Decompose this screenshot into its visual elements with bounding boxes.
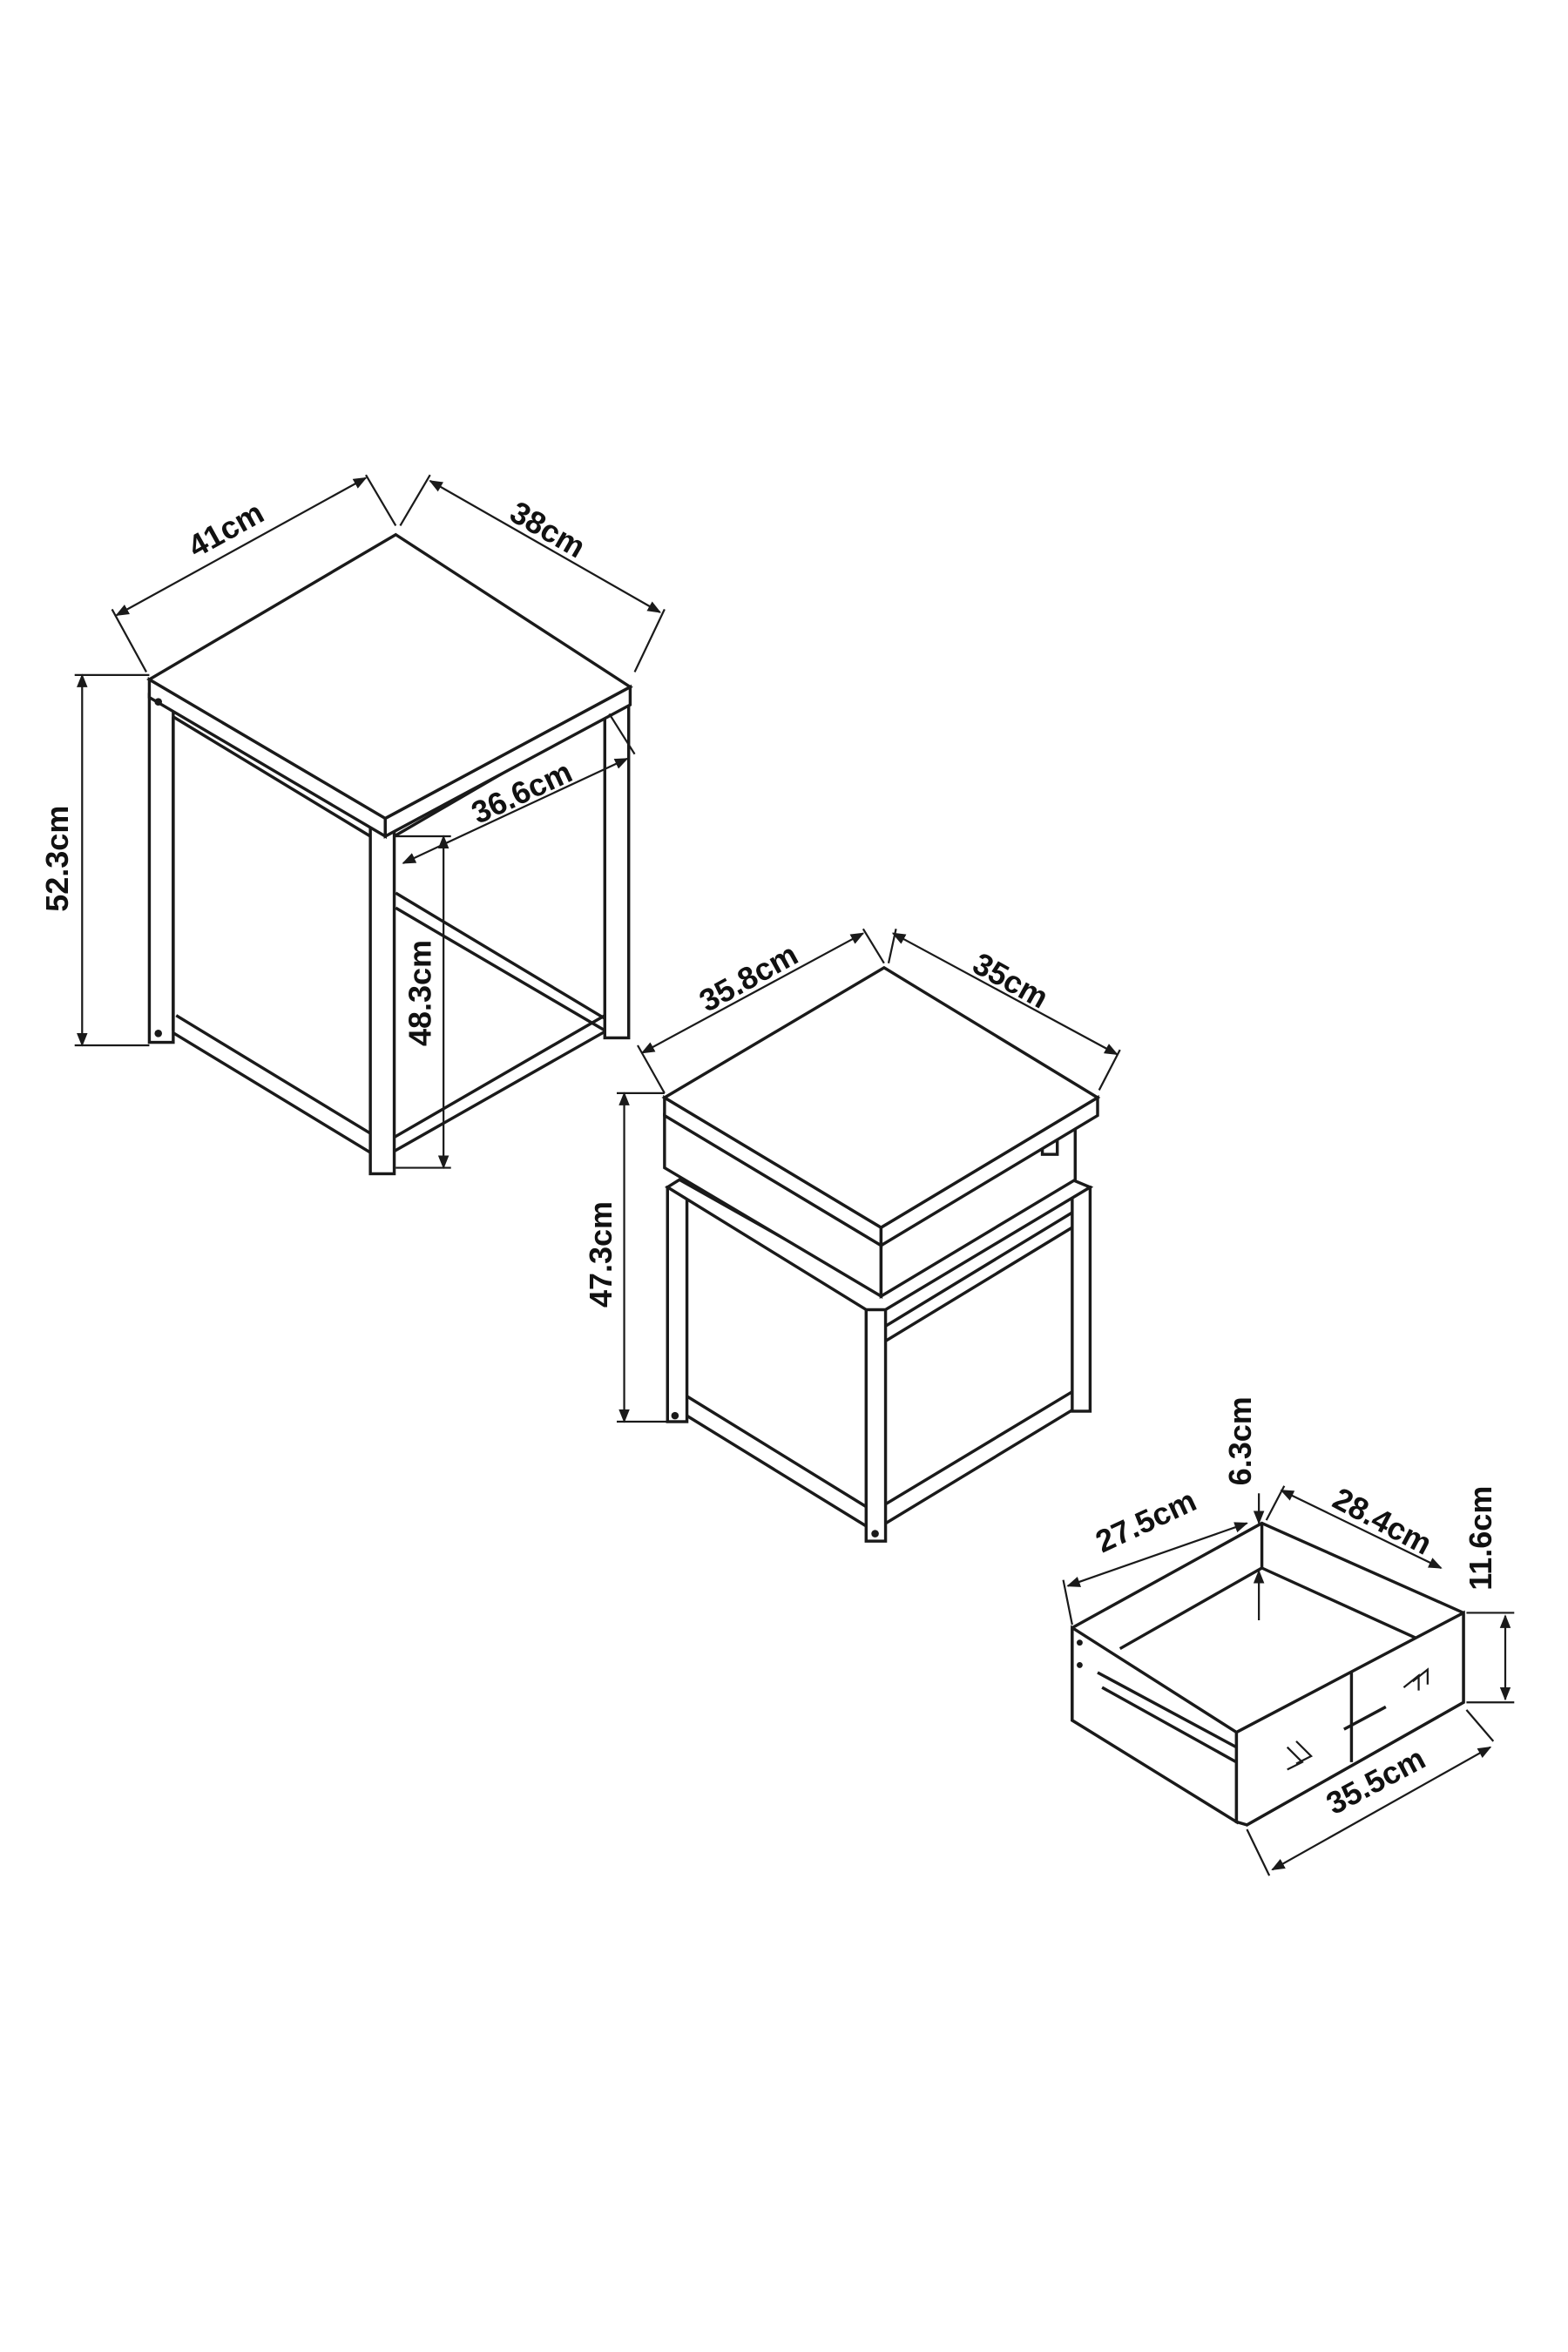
- label-large-inner-height: 48.3cm: [402, 940, 438, 1046]
- label-large-depth: 38cm: [504, 494, 591, 565]
- label-drawer-width: 28.4cm: [1328, 1480, 1438, 1562]
- large-nesting-table: [146, 532, 633, 1176]
- label-small-height: 47.3cm: [583, 1201, 618, 1308]
- label-drawer-height: 11.6cm: [1463, 1486, 1498, 1591]
- small-nesting-table: [661, 965, 1101, 1543]
- label-large-width: 41cm: [182, 494, 269, 564]
- label-large-height: 52.3cm: [39, 806, 75, 912]
- label-small-depth: 35cm: [967, 945, 1054, 1015]
- label-small-width: 35.8cm: [693, 936, 804, 1018]
- label-drawer-depth: 27.5cm: [1090, 1482, 1201, 1559]
- label-drawer-inner-height: 6.3cm: [1222, 1396, 1258, 1485]
